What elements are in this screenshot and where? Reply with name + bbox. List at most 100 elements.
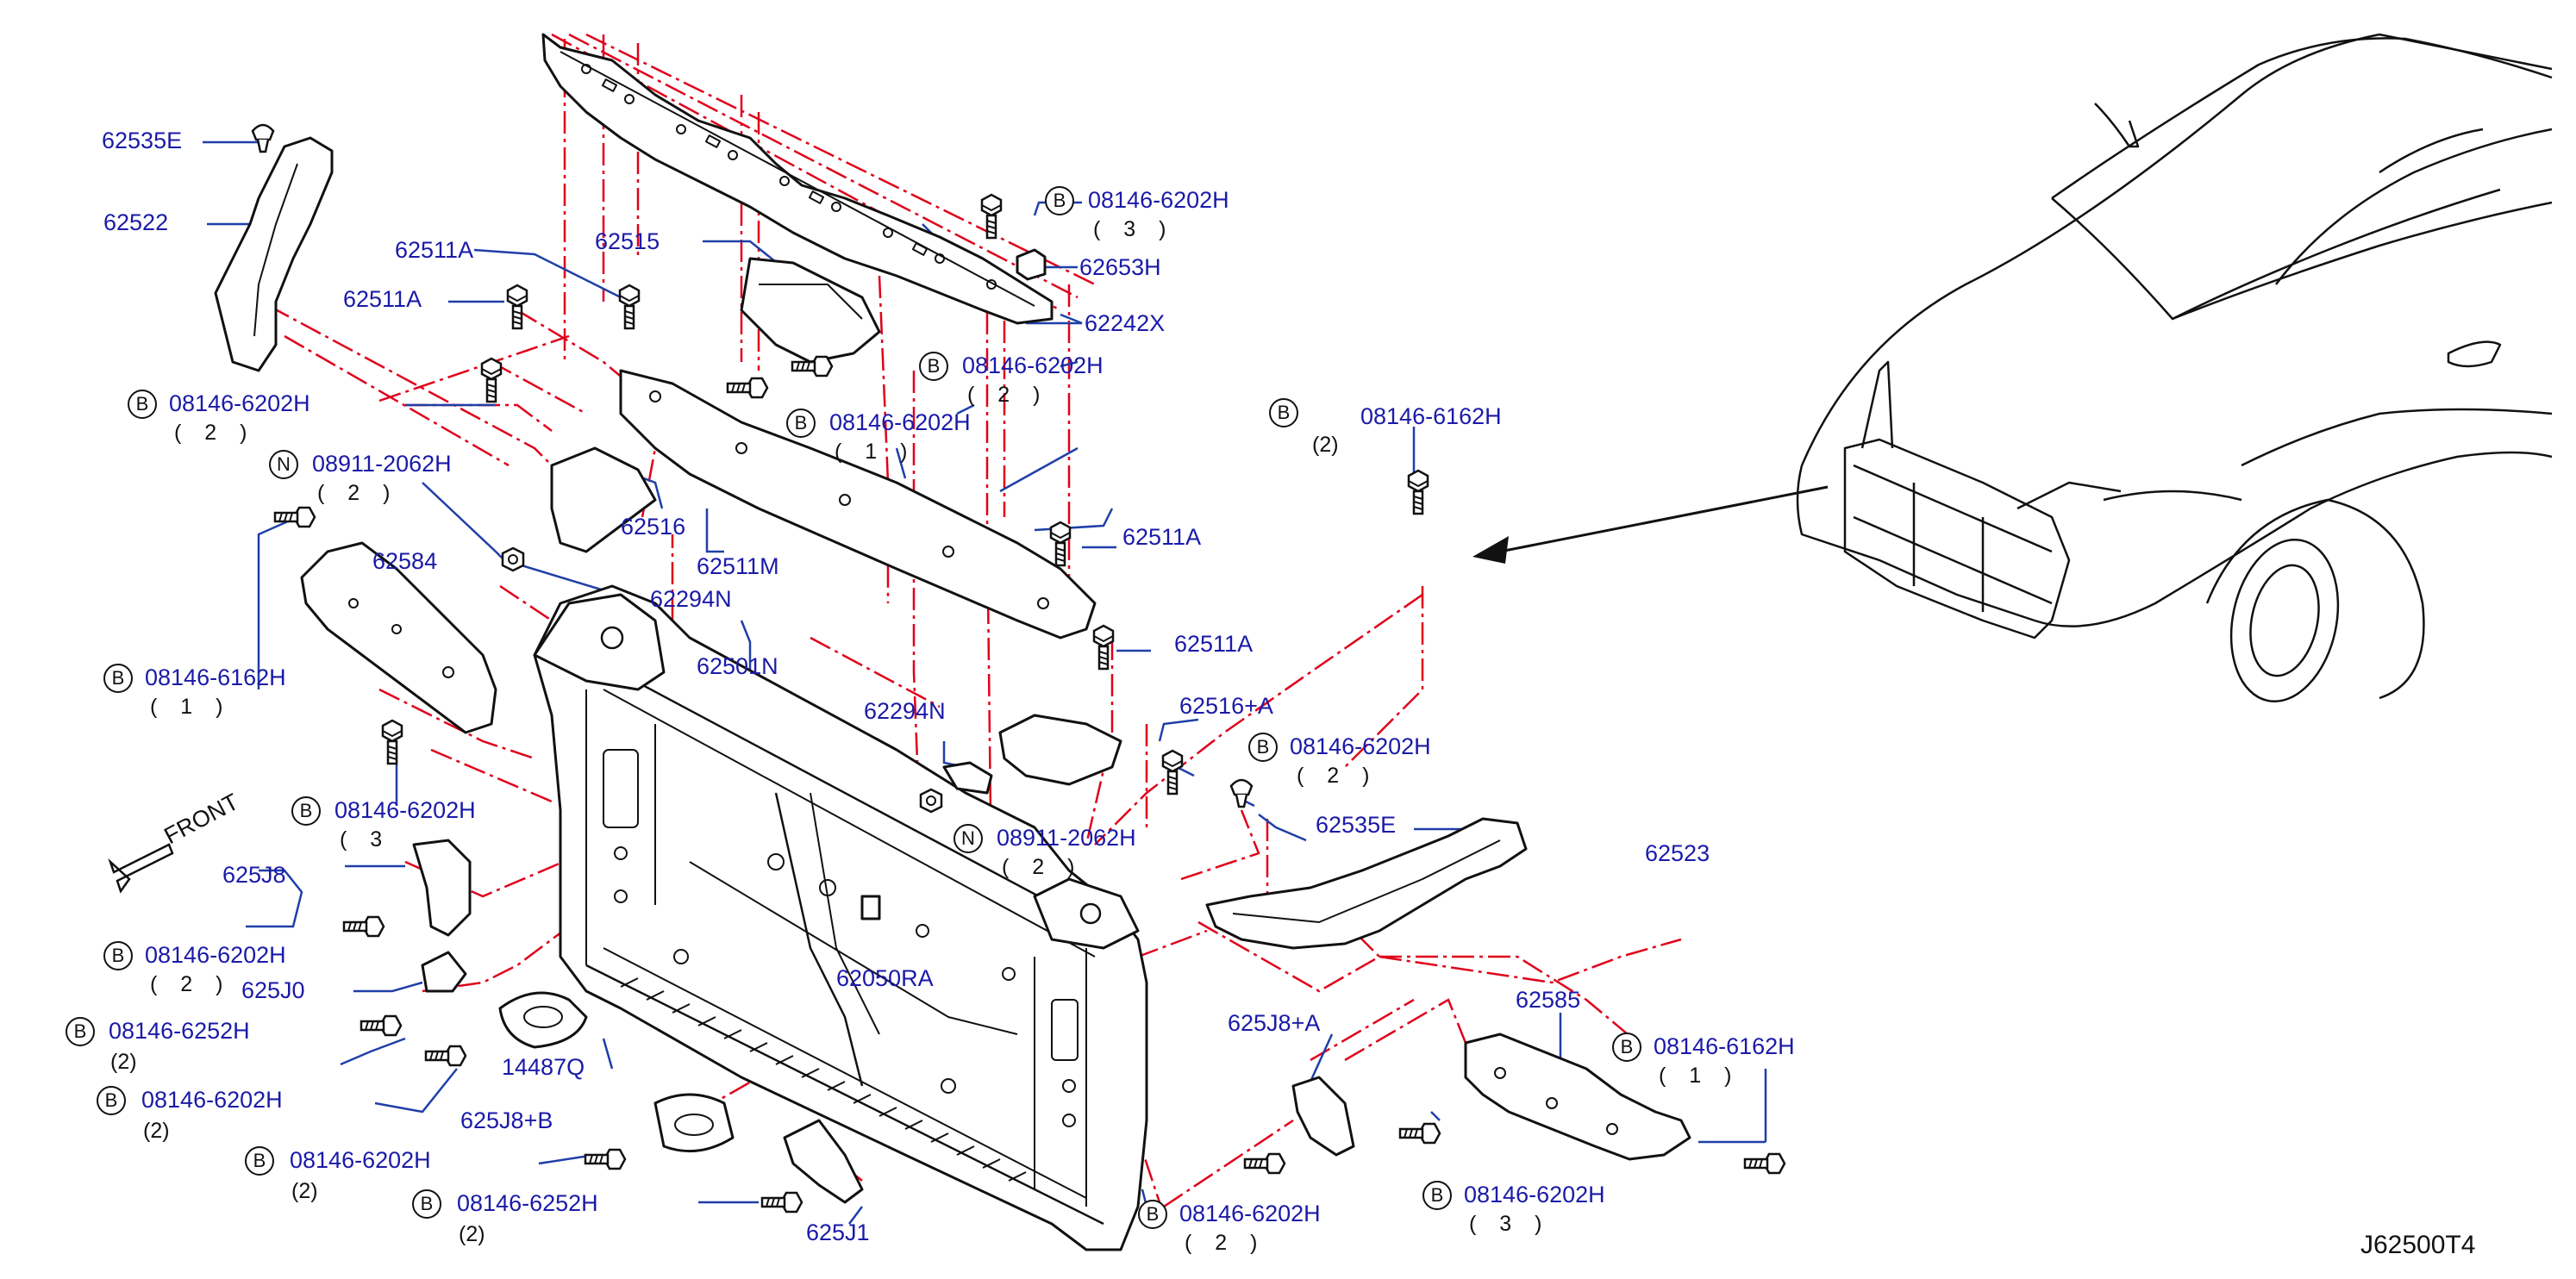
- fastener-code-f3[interactable]: 08146-6162H: [145, 664, 286, 690]
- fastener-qty-f8: (2): [291, 1179, 318, 1203]
- bracket-62516[interactable]: [550, 446, 657, 553]
- part-label-14487q[interactable]: 14487Q: [502, 1054, 585, 1080]
- fastener-code-f5[interactable]: 08146-6202H: [145, 942, 286, 968]
- bracket-625j8a[interactable]: [1291, 1076, 1355, 1157]
- bracket-62584[interactable]: [300, 541, 497, 734]
- part-label-62523[interactable]: 62523: [1645, 840, 1710, 866]
- fastener-code-f9[interactable]: 08146-6252H: [457, 1190, 598, 1216]
- part-label-62050ra[interactable]: 62050RA: [836, 965, 934, 991]
- fastener-type-b-badge: B: [103, 664, 133, 693]
- fastener-code-f2[interactable]: 08911-2062H: [312, 451, 452, 477]
- fastener-qty-f6: (2): [110, 1050, 137, 1074]
- fastener-code-f12[interactable]: 08146-6202H: [829, 409, 971, 435]
- part-label-62516a[interactable]: 62516+A: [1179, 693, 1273, 719]
- fastener-type-b-badge: B: [786, 409, 816, 438]
- bracket-62294n-lower[interactable]: [942, 761, 993, 795]
- fastener-qty-f17: ( 3 ): [1469, 1212, 1551, 1236]
- part-label-62511m[interactable]: 62511M: [697, 553, 779, 579]
- part-62050ra[interactable]: [860, 895, 881, 920]
- part-label-62585[interactable]: 62585: [1516, 987, 1581, 1013]
- fastener-qty-f18: ( 2 ): [1185, 1231, 1266, 1255]
- fastener-code-f15[interactable]: 08146-6162H: [1360, 403, 1502, 429]
- fastener-type-b-badge: B: [919, 352, 948, 381]
- part-label-62511a-2[interactable]: 62511A: [343, 286, 422, 312]
- fastener-qty-f9: (2): [459, 1222, 485, 1246]
- fastener-code-f16[interactable]: 08146-6162H: [1654, 1033, 1795, 1059]
- part-label-62653h[interactable]: 62653H: [1079, 254, 1161, 280]
- part-label-62516[interactable]: 62516: [621, 514, 686, 540]
- bracket-625j1[interactable]: [783, 1119, 864, 1204]
- front-arrow-icon: [108, 843, 174, 894]
- fastener-qty-f5: ( 2 ): [150, 972, 232, 996]
- fastener-type-b-badge: B: [128, 390, 157, 419]
- fastener-code-f7[interactable]: 08146-6202H: [141, 1087, 283, 1113]
- part-label-62584[interactable]: 62584: [372, 548, 438, 574]
- part-label-62511a-4[interactable]: 62511A: [1174, 631, 1254, 657]
- part-label-62294n-2[interactable]: 62294N: [864, 698, 946, 724]
- bracket-62585[interactable]: [1464, 1033, 1691, 1161]
- fastener-code-f13[interactable]: 08146-6202H: [1290, 733, 1431, 759]
- upper-tie-bar-62242x[interactable]: [541, 33, 1054, 325]
- fastener-qty-f11: ( 2 ): [967, 383, 1049, 407]
- air-guide-62522[interactable]: [214, 136, 334, 372]
- alignment-lines: [268, 33, 1682, 1216]
- part-62653h[interactable]: [1016, 248, 1047, 281]
- fastener-type-b-badge: B: [1138, 1200, 1167, 1229]
- fastener-qty-f12: ( 1 ): [835, 440, 916, 464]
- fastener-code-f18[interactable]: 08146-6202H: [1179, 1201, 1321, 1226]
- fastener-qty-f15: (2): [1312, 433, 1339, 457]
- part-label-62515[interactable]: 62515: [595, 228, 660, 254]
- reinforcement-62511m[interactable]: [619, 369, 1097, 640]
- fastener-code-f4[interactable]: 08146-6202H: [335, 797, 476, 823]
- part-label-62511a-3[interactable]: 62511A: [1122, 524, 1202, 550]
- fastener-qty-f1: ( 2 ): [174, 421, 256, 445]
- part-label-62501n[interactable]: 62501N: [697, 653, 778, 679]
- callout-arrow: [1499, 485, 1829, 553]
- core-support-62501n[interactable]: [533, 584, 1148, 1251]
- fastener-code-f10[interactable]: 08146-6202H: [1088, 187, 1229, 213]
- fastener-qty-f14: ( 2 ): [1002, 855, 1084, 879]
- air-guide-62523[interactable]: [1205, 817, 1528, 950]
- bracket-625j0[interactable]: [421, 951, 467, 993]
- fastener-type-b-badge: B: [1045, 186, 1074, 215]
- part-label-625j0[interactable]: 625J0: [241, 977, 305, 1003]
- fastener-type-b-badge: B: [1248, 733, 1278, 762]
- part-label-625j8a[interactable]: 625J8+A: [1228, 1010, 1321, 1036]
- vehicle-sketch: [1796, 33, 2553, 703]
- fastener-qty-f4: ( 3: [340, 827, 391, 852]
- fastener-code-f11[interactable]: 08146-6202H: [962, 353, 1104, 378]
- part-14487q[interactable]: [498, 991, 588, 1049]
- fastener-qty-f3: ( 1 ): [150, 695, 232, 719]
- fastener-code-f1[interactable]: 08146-6202H: [169, 390, 310, 416]
- bracket-625j8b[interactable]: [653, 1093, 735, 1153]
- fastener-code-f17[interactable]: 08146-6202H: [1464, 1182, 1605, 1207]
- fastener-code-f14[interactable]: 08911-2062H: [997, 825, 1136, 851]
- part-label-62535e-top[interactable]: 62535E: [102, 128, 183, 153]
- part-label-62535e-right[interactable]: 62535E: [1316, 812, 1397, 838]
- part-drawings: [214, 33, 1691, 1251]
- fastener-code-f8[interactable]: 08146-6202H: [290, 1147, 431, 1173]
- fastener-type-n-badge: N: [953, 824, 983, 853]
- fastener-type-b-badge: B: [66, 1017, 95, 1046]
- bracket-625j8[interactable]: [412, 839, 472, 937]
- part-label-62522[interactable]: 62522: [103, 209, 169, 235]
- bracket-62515[interactable]: [740, 257, 881, 364]
- part-label-62511a-1[interactable]: 62511A: [395, 237, 474, 263]
- bracket-62516a[interactable]: [998, 714, 1122, 786]
- fastener-code-f6[interactable]: 08146-6252H: [109, 1018, 250, 1044]
- fastener-type-b-badge: B: [291, 796, 321, 826]
- fastener-type-n-badge: N: [269, 450, 298, 479]
- fastener-qty-f7: (2): [143, 1119, 170, 1143]
- part-label-62242x[interactable]: 62242X: [1085, 310, 1166, 336]
- part-label-62294n-1[interactable]: 62294N: [650, 586, 732, 612]
- part-label-625j8b[interactable]: 625J8+B: [460, 1107, 553, 1133]
- fastener-type-b-badge: B: [97, 1086, 126, 1115]
- diagram-code: J62500T4: [2360, 1231, 2476, 1259]
- fastener-qty-f10: ( 3 ): [1093, 217, 1175, 241]
- fastener-type-b-badge: B: [103, 941, 133, 970]
- fastener-type-b-badge: B: [412, 1189, 441, 1219]
- part-label-625j1[interactable]: 625J1: [806, 1220, 870, 1245]
- fastener-qty-f16: ( 1 ): [1659, 1064, 1741, 1088]
- part-label-625j8[interactable]: 625J8: [222, 862, 286, 888]
